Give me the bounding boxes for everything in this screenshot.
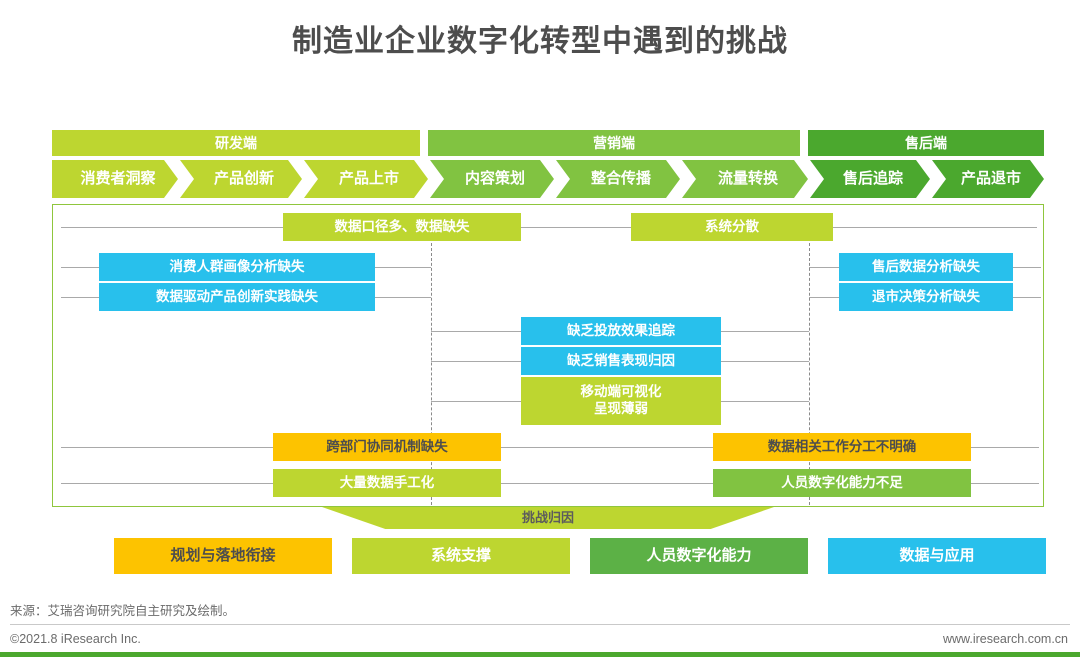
bottom-accent-bar: [0, 652, 1080, 657]
website-link[interactable]: www.iresearch.com.cn: [942, 632, 1068, 646]
connector-line: [809, 267, 839, 268]
stage-band-rd: 研发端: [52, 130, 420, 156]
footer-divider: [10, 624, 1070, 625]
connector-line: [521, 227, 631, 228]
connector-line: [971, 447, 1039, 448]
connector-line: [1013, 267, 1041, 268]
category-planning-execution-link[interactable]: 规划与落地衔接: [114, 538, 332, 574]
item-data-caliber-missing[interactable]: 数据口径多、数据缺失: [283, 213, 521, 241]
category-data-and-application[interactable]: 数据与应用: [828, 538, 1046, 574]
connector-line: [375, 297, 431, 298]
connector-line: [721, 331, 809, 332]
item-unclear-data-role-division[interactable]: 数据相关工作分工不明确: [713, 433, 971, 461]
item-manual-data-processing[interactable]: 大量数据手工化: [273, 469, 501, 497]
item-no-sales-attribution[interactable]: 缺乏销售表现归因: [521, 347, 721, 375]
connector-line: [721, 401, 809, 402]
connector-line: [431, 401, 521, 402]
pipeline-step-content-planning[interactable]: 内容策划: [430, 160, 554, 198]
attribution-label: 挑战归因: [521, 510, 574, 525]
category-system-support[interactable]: 系统支撑: [352, 538, 570, 574]
pipeline-step-product-launch[interactable]: 产品上市: [304, 160, 428, 198]
divider-rd-marketing: [431, 243, 432, 505]
pipeline-step-aftersale-tracking[interactable]: 售后追踪: [810, 160, 930, 198]
connector-line: [61, 483, 273, 484]
item-retirement-decision-analysis-missing[interactable]: 退市决策分析缺失: [839, 283, 1013, 311]
pipeline-step-product-retirement[interactable]: 产品退市: [932, 160, 1044, 198]
item-weak-mobile-visualization[interactable]: 移动端可视化 呈现薄弱: [521, 377, 721, 425]
page-title: 制造业企业数字化转型中遇到的挑战: [292, 25, 788, 58]
connector-line: [61, 227, 283, 228]
divider-marketing-aftersale: [809, 243, 810, 505]
connector-line: [833, 227, 1037, 228]
pipeline-step-consumer-insight[interactable]: 消费者洞察: [52, 160, 178, 198]
connector-line: [721, 361, 809, 362]
copyright-text: ©2021.8 iResearch Inc.: [10, 632, 141, 646]
connector-line: [61, 267, 99, 268]
item-fragmented-systems[interactable]: 系统分散: [631, 213, 833, 241]
challenge-matrix-panel: 数据口径多、数据缺失 系统分散 消费人群画像分析缺失 售后数据分析缺失 数据驱动…: [52, 204, 1044, 507]
connector-line: [431, 361, 521, 362]
connector-line: [809, 297, 839, 298]
connector-line: [1013, 297, 1041, 298]
connector-line: [431, 331, 521, 332]
category-staff-digital-capability[interactable]: 人员数字化能力: [590, 538, 808, 574]
attribution-funnel-shape: [322, 507, 774, 529]
item-aftersale-data-analysis-missing[interactable]: 售后数据分析缺失: [839, 253, 1013, 281]
connector-line: [501, 447, 713, 448]
item-insufficient-staff-digital-skill[interactable]: 人员数字化能力不足: [713, 469, 971, 497]
item-cross-dept-collab-missing[interactable]: 跨部门协同机制缺失: [273, 433, 501, 461]
item-consumer-profile-analysis-missing[interactable]: 消费人群画像分析缺失: [99, 253, 375, 281]
attribution-banner: 挑战归因: [52, 507, 1044, 533]
item-no-campaign-effect-tracking[interactable]: 缺乏投放效果追踪: [521, 317, 721, 345]
stage-band-marketing: 营销端: [428, 130, 800, 156]
pipeline-row: 消费者洞察 产品创新 产品上市 内容策划 整合传播 流量转换 售后追踪 产品退市: [52, 160, 1044, 198]
connector-line: [61, 297, 99, 298]
pipeline-step-traffic-conversion[interactable]: 流量转换: [682, 160, 808, 198]
connector-line: [375, 267, 431, 268]
stage-band-aftersale: 售后端: [808, 130, 1044, 156]
pipeline-step-integrated-comms[interactable]: 整合传播: [556, 160, 680, 198]
stage-band-row: 研发端 营销端 售后端: [52, 130, 1044, 156]
item-data-driven-innovation-missing[interactable]: 数据驱动产品创新实践缺失: [99, 283, 375, 311]
connector-line: [501, 483, 713, 484]
connector-line: [61, 447, 273, 448]
connector-line: [971, 483, 1039, 484]
pipeline-step-product-innovation[interactable]: 产品创新: [180, 160, 302, 198]
category-row: 规划与落地衔接 系统支撑 人员数字化能力 数据与应用: [52, 538, 1046, 574]
source-note: 来源：艾瑞咨询研究院自主研究及绘制。: [10, 604, 236, 618]
